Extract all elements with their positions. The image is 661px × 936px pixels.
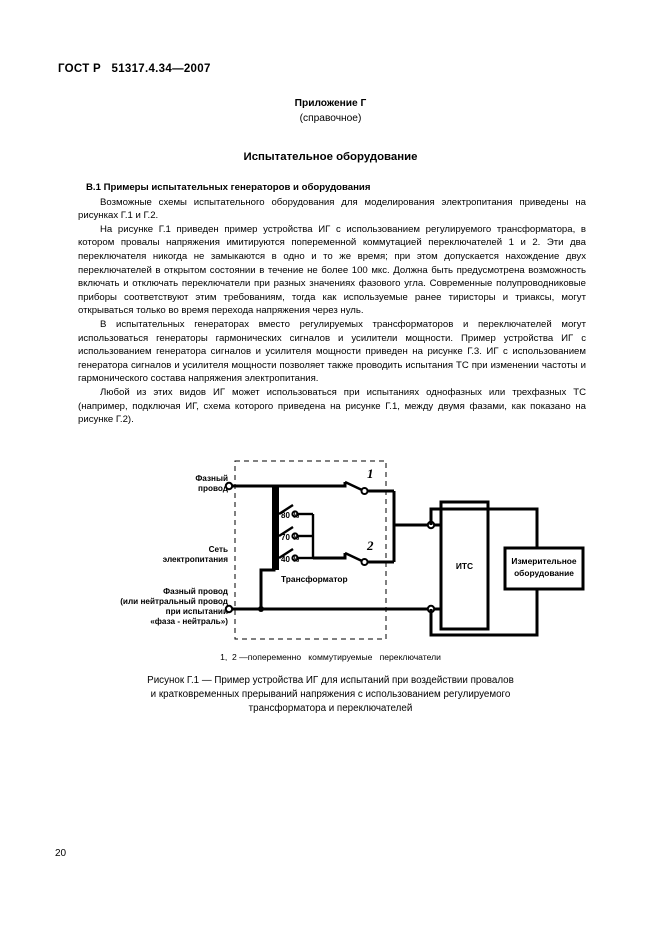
schematic-diagram: Фазный провод Сеть электропитания Фазный…	[120, 460, 585, 640]
eut-box	[439, 500, 490, 631]
transformer-winding	[272, 486, 279, 570]
figure-note: 1, 2 —попеременно коммутируемые переключ…	[220, 652, 441, 662]
transformer-label: Трансформатор	[281, 574, 348, 584]
phase-wire-bottom-line1: Фазный провод	[163, 587, 229, 596]
wire-transformer-to-neutral	[259, 568, 276, 609]
annex-block: Приложение Г (справочное)	[0, 96, 661, 126]
terminal-phase-top	[224, 481, 234, 491]
figure-g1: Фазный провод Сеть электропитания Фазный…	[0, 452, 661, 717]
paragraph: В испытательных генераторах вместо регул…	[78, 318, 586, 385]
body-text: В.1 Примеры испытательных генераторов и …	[78, 181, 586, 427]
paragraph: На рисунке Г.1 приведен пример устройств…	[78, 223, 586, 317]
terminal-phase-bottom	[224, 604, 234, 614]
phase-wire-top-line2: провод	[198, 484, 229, 493]
eut-box-label: ИТС	[456, 561, 473, 571]
annex-subtitle: (справочное)	[299, 113, 362, 124]
paragraph: Возможные схемы испытательного оборудова…	[78, 196, 586, 222]
section-heading: В.1 Примеры испытательных генераторов и …	[86, 182, 371, 193]
page-title: Испытательное оборудование	[243, 151, 418, 163]
caption-line-1: Рисунок Г.1 — Пример устройства ИГ для и…	[147, 675, 514, 686]
tap-40-label: 40 %	[281, 555, 299, 564]
tap-80-label: 80 %	[281, 511, 299, 520]
switch-2-label: 2	[366, 538, 374, 553]
switch-1: 1	[286, 466, 394, 495]
measuring-box-line2: оборудование	[514, 568, 574, 578]
label-mains-network: Сеть электропитания	[163, 545, 229, 564]
tap-70-label: 70 %	[281, 533, 299, 542]
mains-line1: Сеть	[209, 545, 228, 554]
caption-line-2: и кратковременных прерываний напряжения …	[150, 689, 511, 700]
label-phase-wire-bottom: Фазный провод (или нейтральный провод пр…	[120, 587, 229, 626]
generator-boundary-dashed	[234, 460, 387, 640]
paragraph: Любой из этих видов ИГ может использоват…	[78, 386, 586, 426]
tap-70-percent: 70 %	[278, 525, 313, 542]
standard-identifier: ГОСТ Р 51317.4.34—2007	[58, 63, 211, 75]
tap-40-percent: 40 %	[278, 547, 313, 564]
label-phase-wire-top: Фазный провод	[195, 474, 228, 493]
figure-caption: Рисунок Г.1 — Пример устройства ИГ для и…	[100, 674, 561, 716]
measuring-equipment-box	[503, 546, 585, 591]
phase-wire-bottom-line4: «фаза - нейтраль»)	[150, 617, 228, 626]
page-number: 20	[55, 848, 67, 859]
phase-wire-top-line1: Фазный	[195, 474, 228, 483]
annex-title: Приложение Г	[294, 98, 367, 109]
phase-wire-bottom-line3: при испытании	[166, 607, 228, 616]
switch-1-label: 1	[367, 466, 374, 481]
caption-line-3: трансформатора и переключателей	[248, 703, 413, 714]
tap-80-percent: 80 %	[278, 503, 313, 520]
measuring-box-line1: Измерительное	[511, 556, 576, 566]
switch-2: 2	[343, 538, 394, 566]
phase-wire-bottom-line2: (или нейтральный провод	[120, 597, 229, 606]
junction-dot-neutral	[258, 606, 264, 612]
mains-line2: электропитания	[163, 555, 229, 564]
